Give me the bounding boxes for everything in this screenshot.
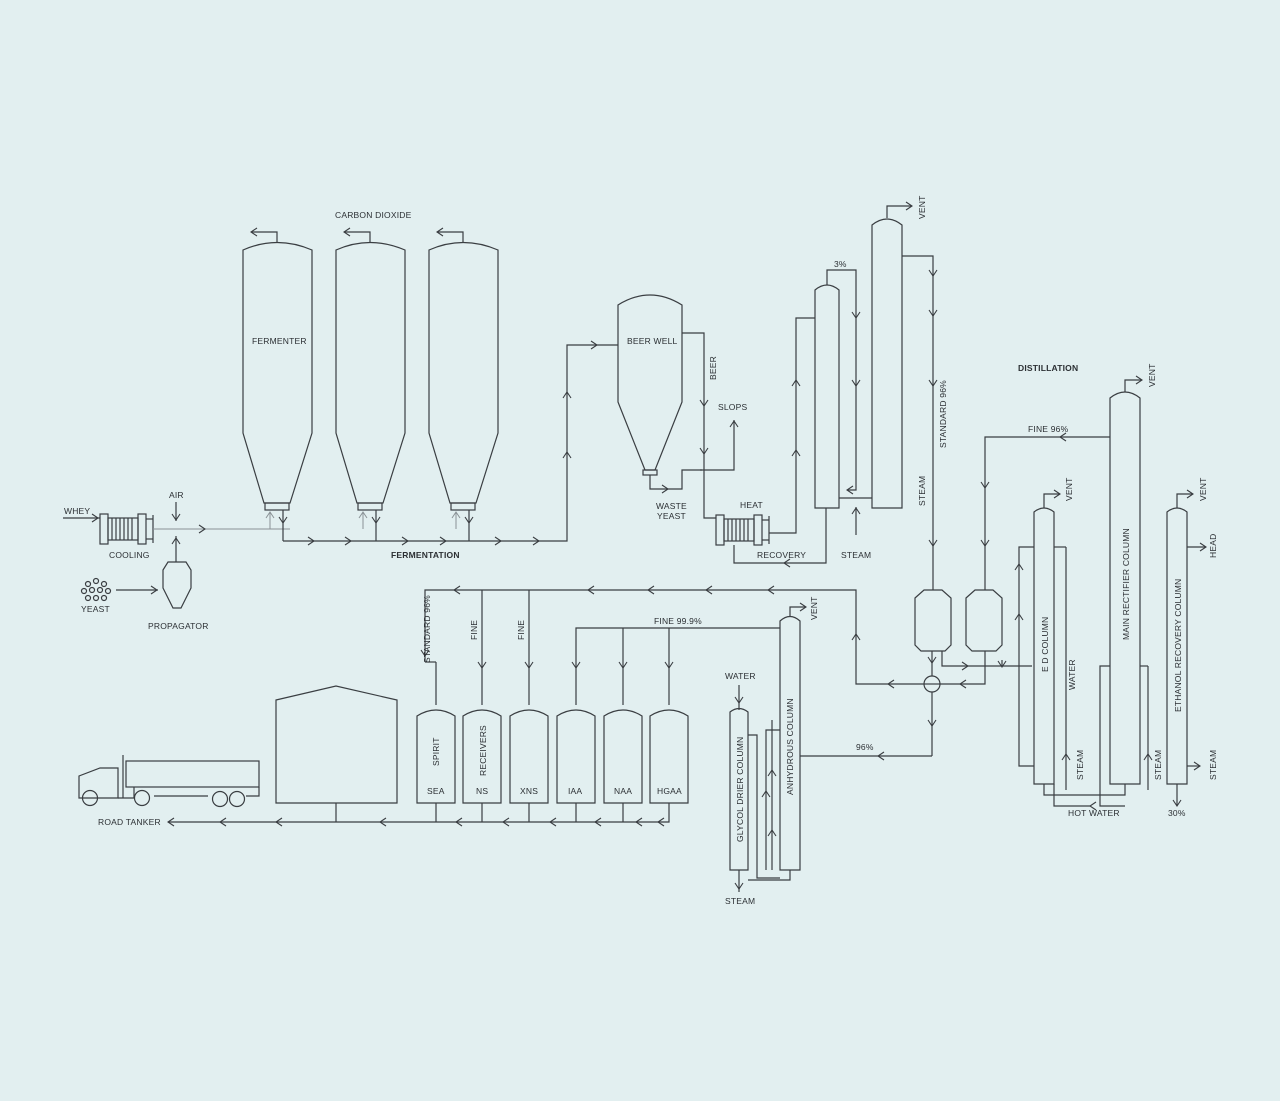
label-slops: SLOPS: [718, 402, 747, 412]
label-water-glycol: WATER: [725, 671, 756, 681]
tank-xns: [509, 709, 549, 804]
label-beer-well: BEER WELL: [627, 336, 678, 346]
label-ed-column: E D COLUMN: [1040, 617, 1050, 672]
labels: WHEY COOLING AIR YEAST PROPAGATOR CARBON…: [64, 196, 1218, 906]
label-vent-ed: VENT: [1064, 478, 1074, 501]
cooling-heat-exchanger: [99, 513, 154, 545]
label-yeast: YEAST: [81, 604, 110, 614]
anhydrous-column: [779, 615, 801, 871]
label-fine-xns: FINE: [516, 620, 526, 640]
label-30-percent: 30%: [1168, 808, 1186, 818]
label-heat: HEAT: [740, 500, 763, 510]
heat-recovery-exchanger: [715, 514, 770, 546]
label-recovery: RECOVERY: [757, 550, 806, 560]
label-steam-glycol: STEAM: [725, 896, 755, 906]
label-vent-anhydrous: VENT: [809, 597, 819, 620]
tank-sea: [416, 709, 456, 804]
separator-2: [965, 589, 1003, 652]
feed-section: [63, 502, 290, 609]
label-vent-rectifier: VENT: [917, 196, 927, 219]
label-carbon-dioxide: CARBON DIOXIDE: [335, 210, 412, 220]
label-steam-beer-column: STEAM: [841, 550, 871, 560]
ed-column: [1033, 507, 1055, 785]
warehouse-building: [275, 685, 398, 804]
storage-tanks: [416, 709, 689, 804]
label-iaa: IAA: [568, 786, 582, 796]
label-main-rectifier-column: MAIN RECTIFIER COLUMN: [1121, 528, 1131, 640]
label-glycol-drier-column: GLYCOL DRIER COLUMN: [735, 737, 745, 842]
label-distillation: DISTILLATION: [1018, 363, 1078, 373]
label-head: HEAD: [1208, 534, 1218, 558]
label-hot-water: HOT WATER: [1068, 808, 1120, 818]
product-distribution: [78, 585, 924, 892]
label-fine-96: FINE 96%: [1028, 424, 1069, 434]
label-spirit: SPIRIT: [431, 737, 441, 766]
distillation-columns-top: [814, 201, 938, 590]
label-ethanol-recovery-column: ETHANOL RECOVERY COLUMN: [1173, 579, 1183, 712]
label-fermentation: FERMENTATION: [391, 550, 460, 560]
main-rectifier-column: [1109, 391, 1141, 785]
label-ns: NS: [476, 786, 488, 796]
road-tanker-truck: [78, 755, 260, 808]
label-road-tanker: ROAD TANKER: [98, 817, 161, 827]
tank-hgaa: [649, 709, 689, 804]
beer-well-section: [617, 294, 827, 568]
tank-iaa: [556, 709, 596, 804]
label-fermenter: FERMENTER: [252, 336, 307, 346]
label-standard-96-tank: STANDARD 96%: [422, 595, 432, 663]
label-beer: BEER: [708, 356, 718, 380]
label-fine-99-9: FINE 99.9%: [654, 616, 702, 626]
label-xns: XNS: [520, 786, 538, 796]
label-steam-ed: STEAM: [1075, 750, 1085, 780]
tank-ns: [462, 709, 502, 804]
label-steam-rectifier: STEAM: [917, 476, 927, 506]
fermenters: [242, 227, 618, 546]
label-standard-96-vertical: STANDARD 96%: [938, 380, 948, 448]
label-sea: SEA: [427, 786, 445, 796]
label-water-ed: WATER: [1067, 659, 1077, 690]
label-anhydrous-column: ANHYDROUS COLUMN: [785, 698, 795, 795]
label-naa: NAA: [614, 786, 632, 796]
ethanol-recovery-column: [1166, 507, 1188, 785]
label-propagator: PROPAGATOR: [148, 621, 209, 631]
glycol-drier-column: [729, 707, 749, 871]
distillation-columns-right: [800, 375, 1207, 811]
yeast-icon: [80, 577, 112, 602]
label-receivers: RECEIVERS: [478, 725, 488, 776]
rectifier-column: [871, 218, 903, 509]
label-3-percent: 3%: [834, 259, 847, 269]
label-96-percent: 96%: [856, 742, 874, 752]
separator-1: [914, 589, 952, 652]
label-waste-yeast: YEAST: [657, 511, 686, 521]
label-fine-ns: FINE: [469, 620, 479, 640]
label-waste: WASTE: [656, 501, 687, 511]
label-cooling: COOLING: [109, 550, 150, 560]
propagator-vessel: [162, 561, 192, 609]
label-whey: WHEY: [64, 506, 90, 516]
label-air: AIR: [169, 490, 184, 500]
label-steam-erc: STEAM: [1208, 750, 1218, 780]
label-hgaa: HGAA: [657, 786, 682, 796]
label-vent-erc: VENT: [1198, 478, 1208, 501]
label-vent-main-rectifier: VENT: [1147, 364, 1157, 387]
label-steam-mrc: STEAM: [1153, 750, 1163, 780]
beer-column: [814, 284, 840, 509]
tank-naa: [603, 709, 643, 804]
